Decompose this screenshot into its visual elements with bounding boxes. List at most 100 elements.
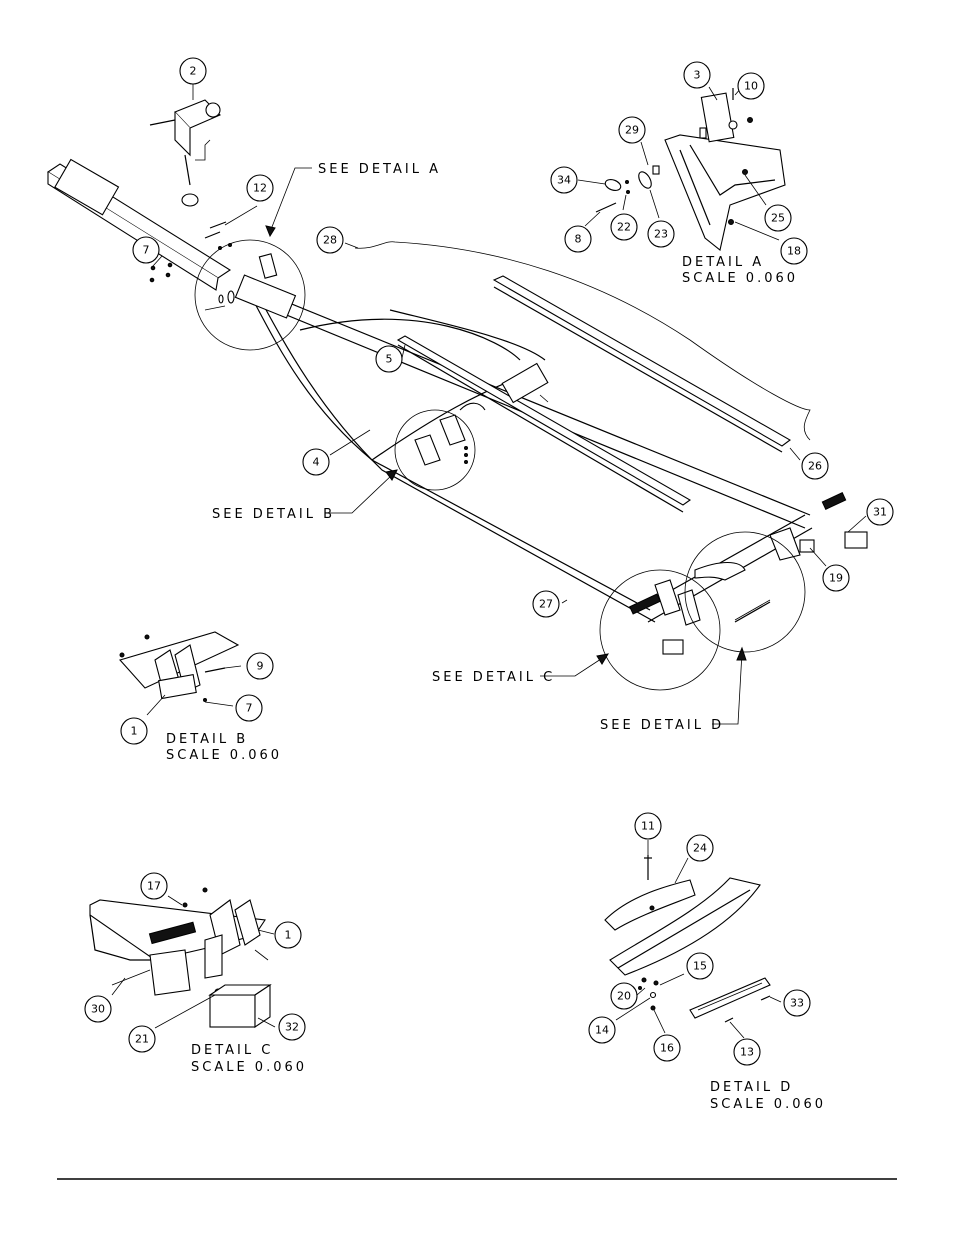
svg-text:29: 29 [625,124,639,137]
bunk-board-26 [492,275,791,453]
detail-c-title: DETAIL C [191,1043,273,1058]
see-detail-d-label: SEE DETAIL D [600,718,724,733]
detail-circles [194,239,806,691]
bunk-board-5 [396,335,692,513]
detail-b-scale: SCALE 0.060 [166,748,282,763]
callout-26: 26 [801,452,829,480]
callout-24: 24 [686,834,714,862]
svg-text:2: 2 [190,65,197,78]
svg-text:32: 32 [285,1021,299,1034]
svg-text:12: 12 [253,182,267,195]
bunk-carpet-28 [354,241,811,441]
svg-text:25: 25 [771,212,785,225]
svg-text:20: 20 [617,990,631,1003]
callout-31: 31 [866,498,894,526]
callout-19: 19 [822,564,850,592]
callout-2: 2 [179,57,207,85]
detail-d-title: DETAIL D [710,1080,793,1095]
callout-30: 30 [84,995,112,1023]
svg-text:13: 13 [740,1046,754,1059]
detail-b-circle [394,409,476,491]
callout-9: 9 [246,652,274,680]
callout-28: 28 [316,226,344,254]
callout-7-detail-b: 7 [235,694,263,722]
svg-text:21: 21 [135,1033,149,1046]
svg-text:23: 23 [654,228,668,241]
callout-5: 5 [375,345,403,373]
svg-text:3: 3 [694,69,701,82]
winch-2 [149,99,221,207]
detail-pointers [265,167,747,725]
callout-32: 32 [278,1013,306,1041]
see-detail-c-label: SEE DETAIL C [432,670,555,685]
svg-text:28: 28 [323,234,337,247]
callout-15: 15 [686,952,714,980]
svg-text:15: 15 [693,960,707,973]
callout-leaders [111,84,867,1039]
callout-27: 27 [532,590,560,618]
callout-4: 4 [302,448,330,476]
callout-1-detail-c: 1 [274,921,302,949]
callout-13: 13 [733,1038,761,1066]
detail-d-circle [684,531,806,653]
see-detail-b-label: SEE DETAIL B [212,507,335,522]
callout-18: 18 [780,237,808,265]
callout-22: 22 [610,213,638,241]
detail-d-drawing [604,855,771,1023]
svg-text:31: 31 [873,506,887,519]
svg-text:7: 7 [246,702,253,715]
svg-text:5: 5 [386,353,393,366]
callout-17: 17 [140,872,168,900]
callout-29: 29 [618,116,646,144]
detail-a-circle [194,239,306,351]
callout-8: 8 [564,225,592,253]
svg-text:8: 8 [575,233,582,246]
svg-text:16: 16 [660,1042,674,1055]
callout-12: 12 [246,174,274,202]
callout-14: 14 [588,1016,616,1044]
detail-c-scale: SCALE 0.060 [191,1060,307,1075]
svg-text:10: 10 [744,80,758,93]
callout-23: 23 [647,220,675,248]
svg-text:26: 26 [808,460,822,473]
callout-16: 16 [653,1034,681,1062]
svg-text:27: 27 [539,598,553,611]
bracket-detail-b-location [414,402,486,466]
svg-text:17: 17 [147,880,161,893]
svg-text:22: 22 [617,221,631,234]
callout-7-tongue: 7 [132,236,160,264]
svg-text:11: 11 [641,820,655,833]
svg-text:18: 18 [787,245,801,258]
callout-21: 21 [128,1025,156,1053]
detail-a-title: DETAIL A [682,255,764,270]
text-labels: SEE DETAIL A SEE DETAIL B SEE DETAIL C S… [166,162,823,1112]
detail-c-drawing [89,887,272,1029]
callout-1-detail-b: 1 [120,717,148,745]
callout-25: 25 [764,204,792,232]
detail-c-circle [599,569,721,691]
svg-text:9: 9 [257,660,264,673]
svg-text:1: 1 [131,725,138,738]
callout-3: 3 [683,61,711,89]
bolts-12 [149,221,232,283]
tongue-7 [46,158,232,291]
detail-b-drawing [119,631,240,702]
svg-text:34: 34 [557,174,571,187]
callout-33: 33 [783,989,811,1017]
svg-text:1: 1 [285,929,292,942]
detail-a-preview-parts [204,253,278,311]
svg-text:7: 7 [143,244,150,257]
callout-34: 34 [550,166,578,194]
svg-text:19: 19 [829,572,843,585]
callout-bubbles: 2 3 10 29 34 22 23 8 25 18 12 7 28 5 4 2… [84,57,894,1066]
callout-11: 11 [634,812,662,840]
svg-text:33: 33 [790,997,804,1010]
detail-a-scale: SCALE 0.060 [682,271,798,286]
callout-20: 20 [610,982,638,1010]
svg-text:14: 14 [595,1024,609,1037]
center-bracket [501,362,549,404]
svg-text:30: 30 [91,1003,105,1016]
svg-text:4: 4 [313,456,320,469]
